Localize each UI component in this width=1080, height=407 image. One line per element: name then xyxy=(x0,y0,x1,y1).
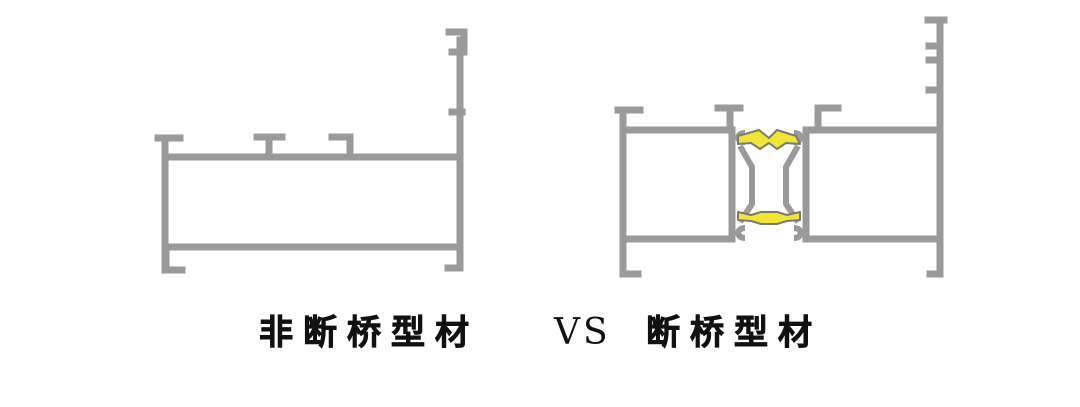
left-profile-tee-2 xyxy=(328,133,354,161)
thermal-break-profile xyxy=(614,16,948,278)
right-profile-hook-middle xyxy=(925,42,944,64)
thermal-break-left-rib xyxy=(737,144,755,224)
left-profile-tee-1 xyxy=(253,133,286,161)
thermal-break-top-strip-icon xyxy=(737,129,801,150)
right-profile-left-tee xyxy=(714,104,744,134)
right-profile-left-outer-wall xyxy=(619,106,642,278)
non-thermal-break-profile xyxy=(154,28,468,274)
right-profile-right-outer-wall xyxy=(926,16,944,278)
non-thermal-break-label: 非断桥型材 xyxy=(259,313,479,354)
vs-label: VS xyxy=(554,312,611,353)
right-profile-right-tee xyxy=(814,104,842,134)
thermal-break-strips xyxy=(737,129,801,225)
thermal-break-label: 断桥型材 xyxy=(646,313,822,354)
thermal-break-bottom-strip-icon xyxy=(737,211,801,225)
left-profile-hook-top xyxy=(445,28,468,56)
left-profile-lower-lip xyxy=(162,244,186,274)
thermal-break-right-rib xyxy=(783,144,801,224)
thermal-break-bottom-hooks xyxy=(735,225,804,241)
left-profile-right-wall xyxy=(444,36,464,272)
